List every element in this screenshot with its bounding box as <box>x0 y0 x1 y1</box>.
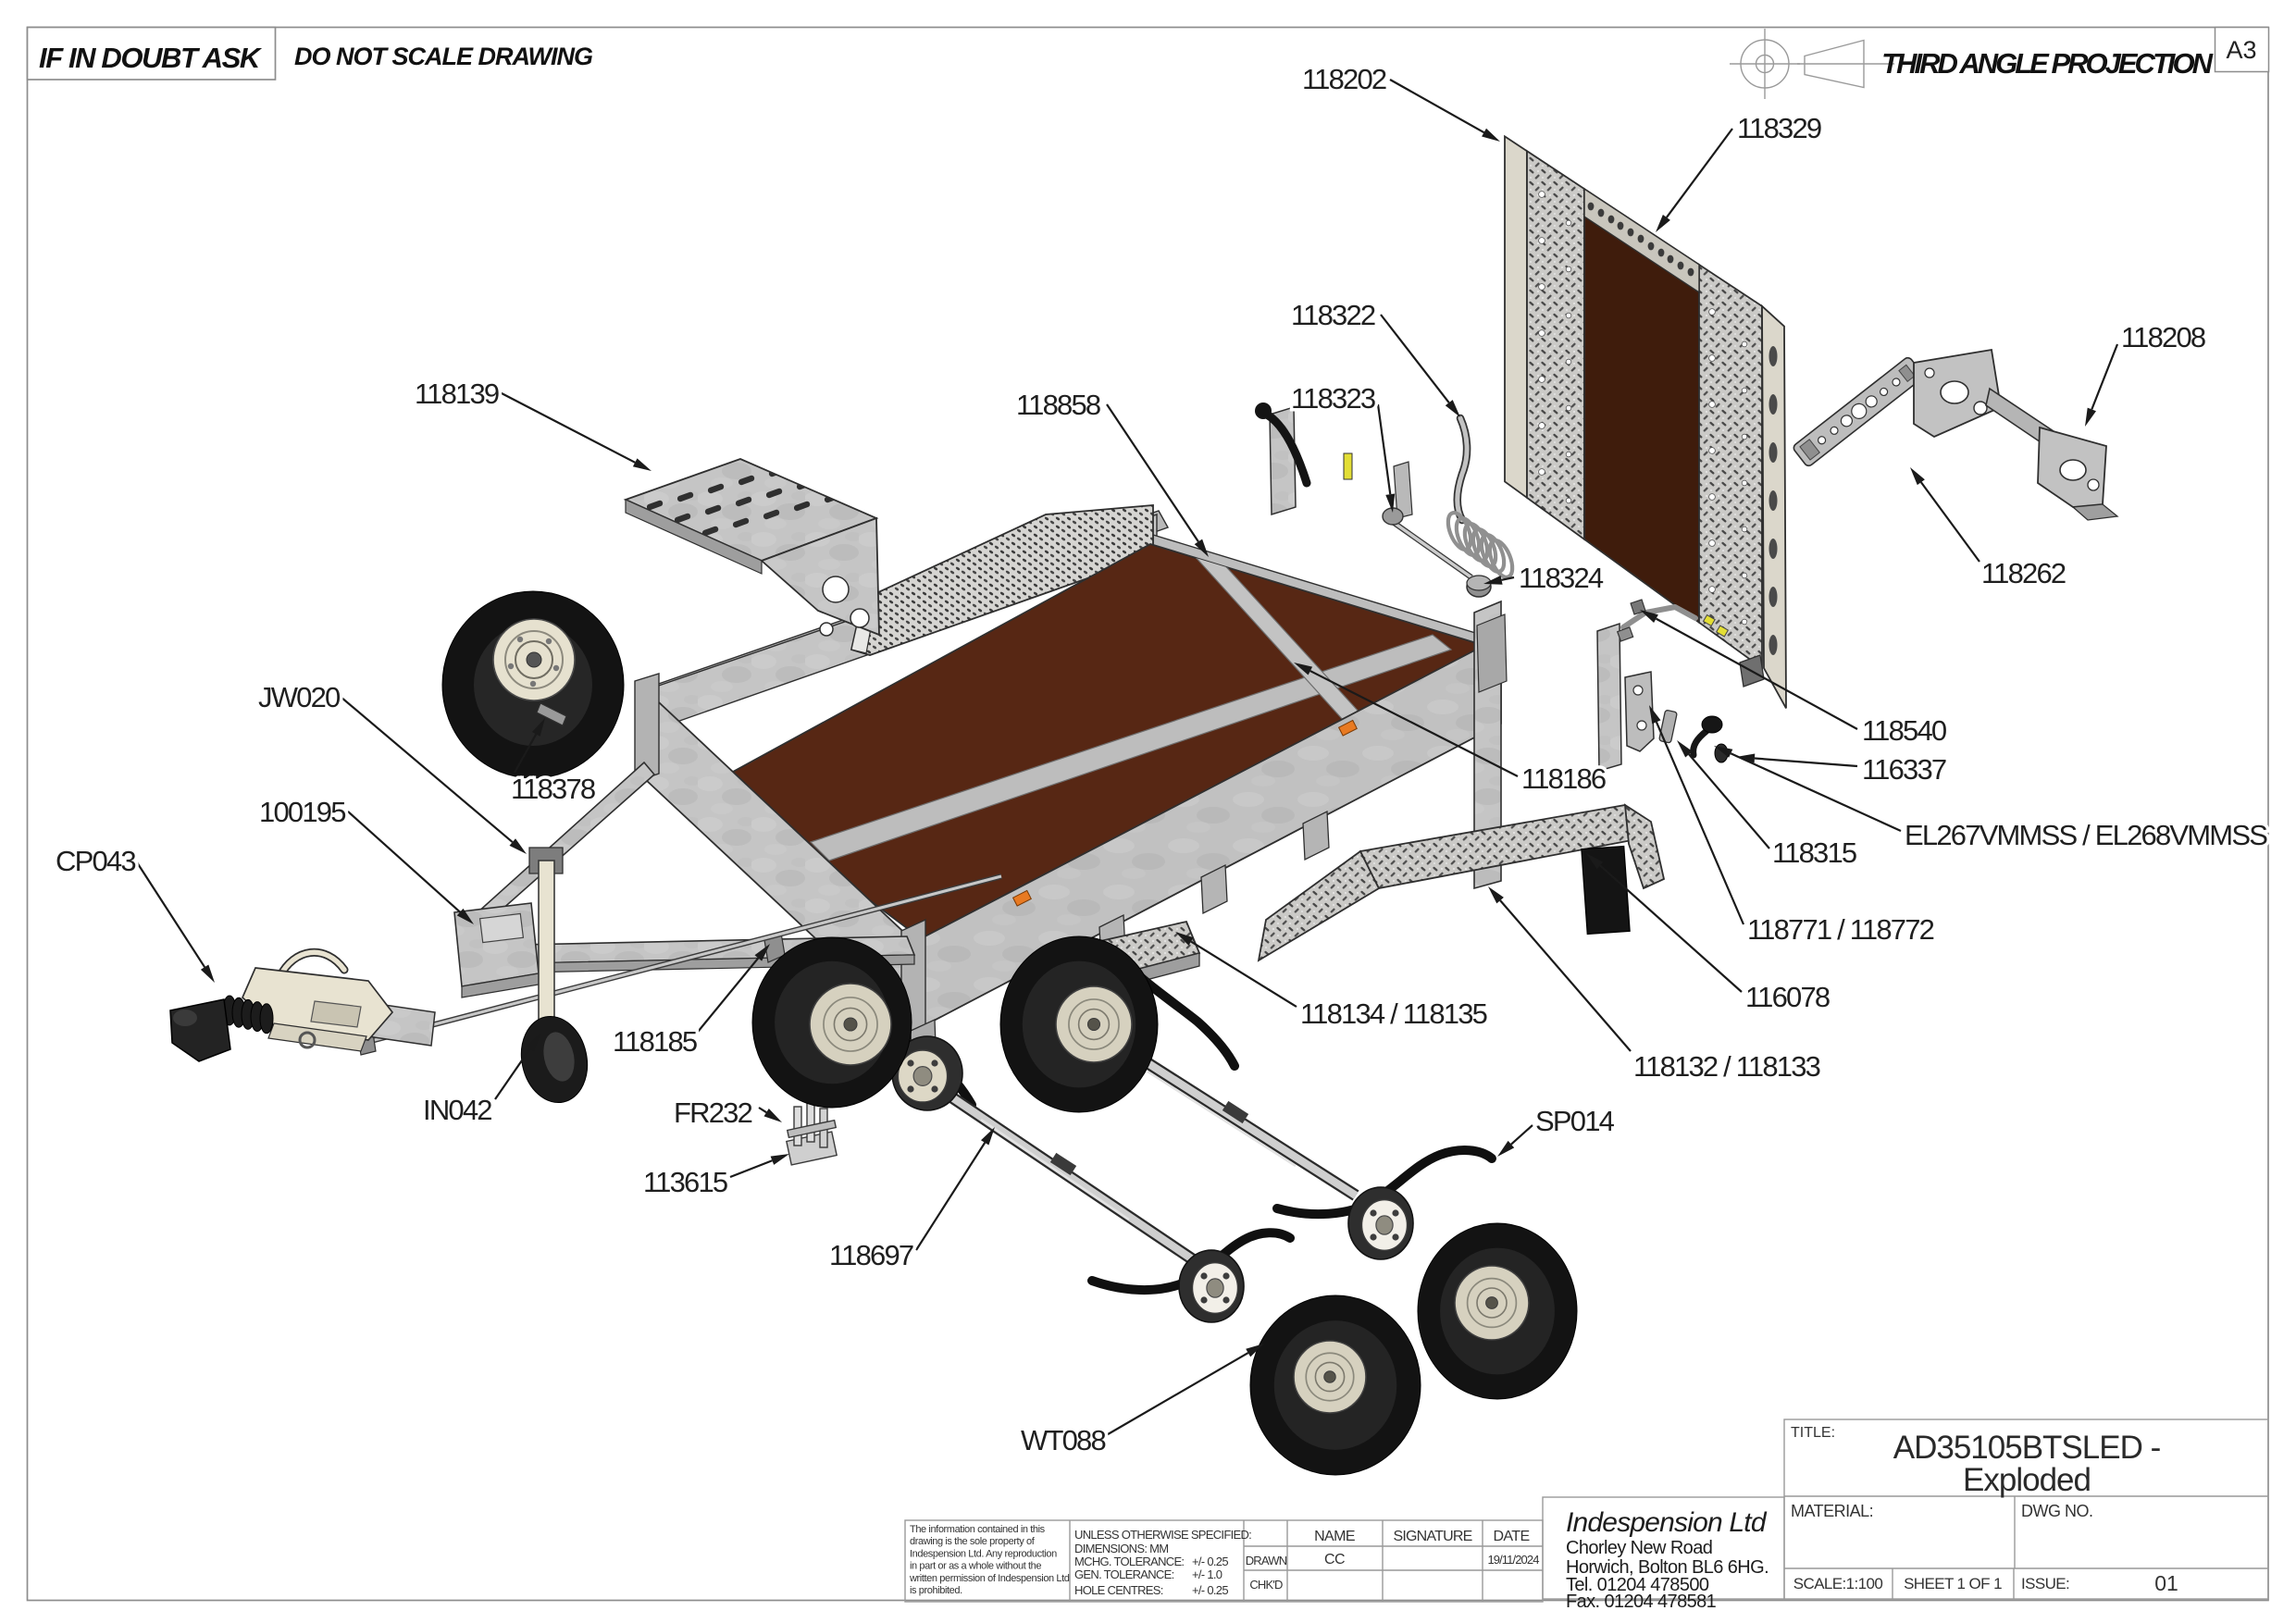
svg-text:is prohibited.: is prohibited. <box>910 1585 962 1596</box>
svg-text:written permission of Indespen: written permission of Indespension Ltd <box>909 1573 1070 1584</box>
svg-text:ISSUE:: ISSUE: <box>2021 1575 2069 1592</box>
svg-text:Chorley New Road: Chorley New Road <box>1566 1538 1712 1558</box>
svg-text:118858: 118858 <box>1016 389 1100 421</box>
svg-text:+/- 0.25: +/- 0.25 <box>1192 1555 1228 1568</box>
svg-text:118378: 118378 <box>511 773 595 805</box>
svg-text:DRAWN: DRAWN <box>1246 1554 1287 1567</box>
svg-text:118185: 118185 <box>613 1025 697 1058</box>
svg-text:HOLE CENTRES:: HOLE CENTRES: <box>1074 1583 1163 1597</box>
svg-text:Tel. 01204 478500: Tel. 01204 478500 <box>1566 1575 1709 1595</box>
svg-text:DO NOT SCALE DRAWING: DO NOT SCALE DRAWING <box>294 43 593 70</box>
svg-text:118202: 118202 <box>1302 63 1386 95</box>
svg-text:118139: 118139 <box>415 378 499 410</box>
svg-text:118322: 118322 <box>1291 299 1375 331</box>
svg-text:WT088: WT088 <box>1021 1424 1105 1456</box>
svg-text:CC: CC <box>1324 1552 1345 1567</box>
svg-text:CHK'D: CHK'D <box>1249 1578 1283 1592</box>
svg-text:118771 / 118772: 118771 / 118772 <box>1747 913 1934 946</box>
svg-text:118132 / 118133: 118132 / 118133 <box>1633 1050 1820 1083</box>
svg-text:19/11/2024: 19/11/2024 <box>1487 1553 1539 1567</box>
svg-text:JW020: JW020 <box>258 681 341 713</box>
svg-text:EL267VMMSS / EL268VMMSS: EL267VMMSS / EL268VMMSS <box>1905 819 2267 851</box>
svg-text:THIRD ANGLE PROJECTION: THIRD ANGLE PROJECTION <box>1881 47 2213 80</box>
svg-text:drawing is the sole property o: drawing is the sole property of <box>910 1536 1036 1547</box>
svg-text:IF IN DOUBT ASK: IF IN DOUBT ASK <box>39 42 263 74</box>
svg-text:SP014: SP014 <box>1535 1105 1615 1137</box>
svg-text:Indespension Ltd. Any reproduc: Indespension Ltd. Any reproduction <box>910 1548 1057 1559</box>
svg-text:DWG NO.: DWG NO. <box>2021 1502 2093 1520</box>
svg-text:+/- 0.25: +/- 0.25 <box>1192 1583 1228 1597</box>
svg-text:NAME: NAME <box>1314 1529 1355 1544</box>
svg-text:MCHG. TOLERANCE:: MCHG. TOLERANCE: <box>1074 1555 1184 1568</box>
svg-text:SCALE:1:100: SCALE:1:100 <box>1793 1575 1883 1592</box>
svg-text:118262: 118262 <box>1981 557 2066 589</box>
svg-text:118540: 118540 <box>1862 714 1947 747</box>
svg-text:116078: 116078 <box>1745 981 1830 1013</box>
svg-text:AD35105BTSLED -: AD35105BTSLED - <box>1893 1430 2161 1466</box>
svg-text:Fax. 01204 478581: Fax. 01204 478581 <box>1566 1592 1717 1612</box>
svg-text:SIGNATURE: SIGNATURE <box>1394 1529 1472 1544</box>
svg-text:118134 / 118135: 118134 / 118135 <box>1300 997 1487 1030</box>
svg-text:118329: 118329 <box>1737 112 1821 144</box>
svg-text:SHEET 1 OF 1: SHEET 1 OF 1 <box>1904 1575 2002 1592</box>
svg-text:118186: 118186 <box>1521 762 1606 795</box>
svg-text:Horwich, Bolton BL6 6HG.: Horwich, Bolton BL6 6HG. <box>1566 1557 1769 1578</box>
svg-text:UNLESS OTHERWISE SPECIFIED:: UNLESS OTHERWISE SPECIFIED: <box>1074 1528 1251 1542</box>
svg-text:113615: 113615 <box>643 1166 727 1198</box>
svg-text:IN042: IN042 <box>423 1094 491 1126</box>
svg-text:TITLE:: TITLE: <box>1791 1425 1835 1441</box>
svg-text:100195: 100195 <box>259 796 345 828</box>
svg-text:DATE: DATE <box>1493 1529 1529 1544</box>
svg-text:01: 01 <box>2154 1571 2178 1595</box>
svg-text:A3: A3 <box>2226 36 2256 64</box>
svg-text:The information contained in t: The information contained in this <box>910 1524 1046 1535</box>
svg-text:MATERIAL:: MATERIAL: <box>1791 1502 1873 1520</box>
svg-text:116337: 116337 <box>1862 753 1946 786</box>
svg-text:118208: 118208 <box>2121 321 2205 353</box>
svg-text:CP043: CP043 <box>56 845 135 877</box>
svg-text:GEN. TOLERANCE:: GEN. TOLERANCE: <box>1074 1567 1174 1581</box>
svg-text:in part or as a whole without: in part or as a whole without the <box>910 1561 1041 1572</box>
svg-text:118315: 118315 <box>1772 836 1856 869</box>
svg-text:DIMENSIONS: MM: DIMENSIONS: MM <box>1074 1542 1168 1555</box>
svg-text:Exploded: Exploded <box>1963 1462 2091 1498</box>
svg-text:118324: 118324 <box>1519 562 1604 594</box>
svg-text:118323: 118323 <box>1291 382 1375 415</box>
svg-text:FR232: FR232 <box>674 1096 752 1129</box>
svg-text:+/- 1.0: +/- 1.0 <box>1192 1567 1222 1581</box>
svg-text:118697: 118697 <box>829 1239 913 1271</box>
svg-text:Indespension Ltd: Indespension Ltd <box>1566 1507 1768 1538</box>
